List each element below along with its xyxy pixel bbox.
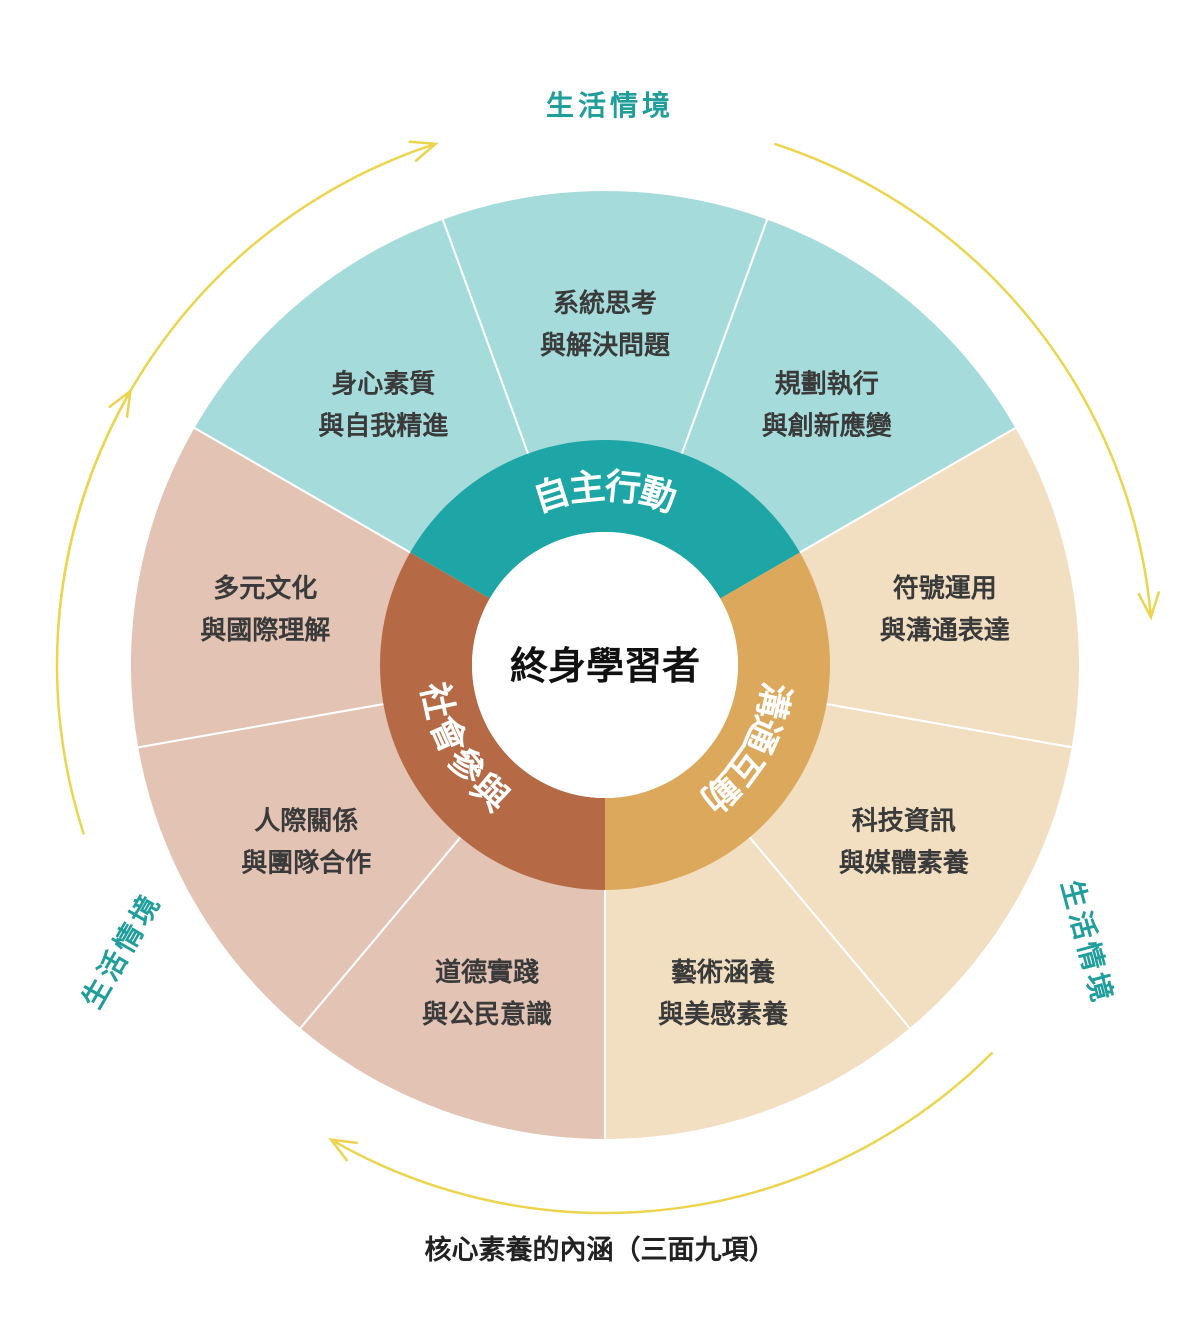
item-line2: 與創新應變 [762,411,893,442]
item-line2: 與國際理解 [200,616,330,646]
dimension-segment-communication [605,552,830,890]
item-line1: 規劃執行 [775,369,879,400]
item-line2: 與媒體素養 [839,849,970,879]
item-line1: 人際關係 [254,807,358,837]
outer-ring [129,189,1081,1142]
inner-ring [379,440,830,890]
item-line2: 與美感素養 [658,999,789,1030]
item-line2: 與團隊合作 [241,848,371,879]
item-line1: 多元文化 [213,573,317,604]
context-label-1: 生活情境 [546,89,674,122]
item-line1: 藝術涵養 [671,958,776,988]
context-arrows [55,140,1161,1215]
item-line2: 與自我精進 [318,411,448,442]
context-arrow-3 [330,1051,994,1215]
item-line1: 道德實踐 [435,957,539,988]
item-line1: 系統思考 [553,288,657,319]
dimension-segment-social [379,552,605,890]
arrowhead-icon [328,1137,359,1162]
center-label: 終身學習者 [510,644,700,688]
center-circle [472,532,738,798]
item-line1: 符號運用 [893,573,997,604]
arrowhead-icon [108,388,133,419]
item-line1: 身心素質 [331,369,435,400]
arrowhead-icon [1137,591,1161,621]
item-line2: 與溝通表達 [880,616,1010,646]
context-arrow-2 [773,142,1153,618]
item-line2: 與解決問題 [540,331,671,361]
arrowhead-icon [408,140,439,162]
context-label-2: 生活情境 [1055,876,1120,1008]
dimension-segment-autonomous [410,440,800,599]
context-label-3: 生活情境 [75,887,168,1014]
item-line1: 科技資訊 [852,806,956,837]
context-arrow-4 [55,390,132,835]
item-line2: 與公民意識 [422,999,552,1030]
diagram-caption: 核心素養的內涵（三面九項） [424,1235,776,1266]
